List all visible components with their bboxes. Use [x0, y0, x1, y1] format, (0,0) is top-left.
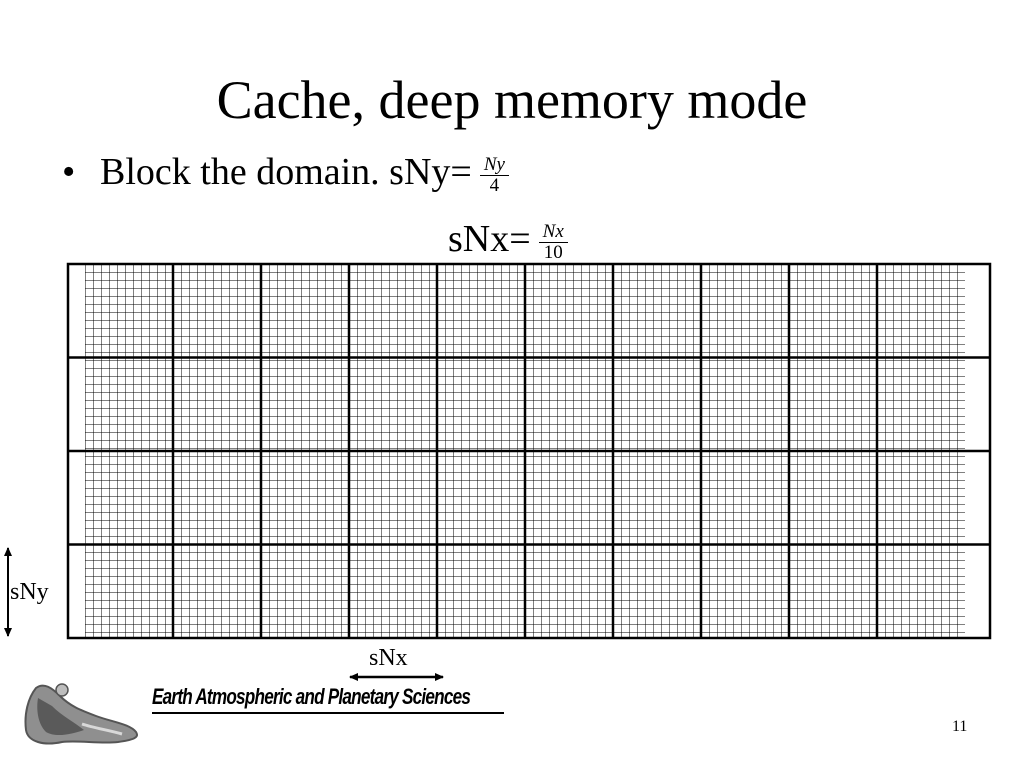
- snx-formula-text: sNx=: [448, 218, 531, 260]
- snx-fraction-denominator: 10: [543, 241, 563, 263]
- snx-label: sNx: [369, 645, 408, 671]
- sny-label: sNy: [10, 579, 49, 605]
- bullet-marker: •: [62, 151, 76, 193]
- eaps-logo: [24, 683, 138, 745]
- page-number: 11: [952, 718, 968, 735]
- sny-fraction-numerator: Ny: [479, 154, 509, 176]
- org-name-underline: [152, 712, 504, 714]
- domain-outline: [66, 262, 992, 640]
- snx-fraction-numerator: Nx: [538, 221, 568, 243]
- slide-title: Cache, deep memory mode: [216, 70, 808, 130]
- block-boundaries: [68, 264, 990, 638]
- sny-fraction-denominator: 4: [489, 174, 500, 196]
- bullet-text: Block the domain. sNy=: [100, 151, 472, 193]
- org-name: Earth Atmospheric and Planetary Sciences: [152, 684, 471, 709]
